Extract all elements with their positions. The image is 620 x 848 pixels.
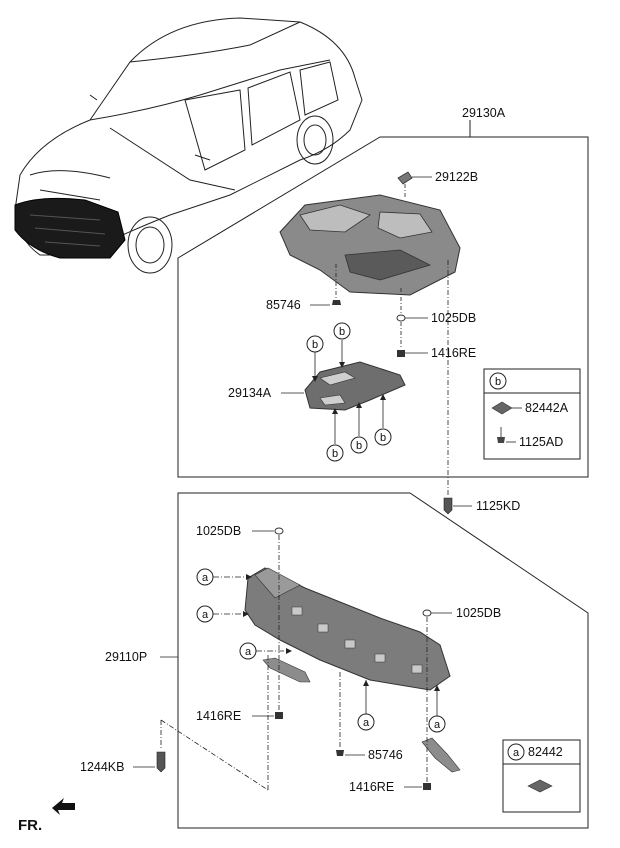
nut-1416RE-bottom [423,783,431,790]
callout-b-5: b [374,428,392,446]
side-strip-right [421,737,461,773]
lower-group-border [177,492,589,829]
center-cover-29134A [304,361,406,411]
label-29110P: 29110P [105,650,147,664]
label-1416RE-upper: 1416RE [431,346,476,360]
screw-85746-upper [332,300,341,305]
label-85746-upper: 85746 [266,298,301,312]
washer-1025DB-upper [396,314,406,322]
nut-1416RE-left [275,712,283,719]
screw-1125AD-icon [497,437,505,443]
label-1025DB-left: 1025DB [196,524,241,538]
label-29130A: 29130A [462,106,506,120]
svg-text:b: b [312,339,318,351]
svg-text:a: a [434,719,441,731]
car-undercover-highlight [14,197,126,259]
svg-text:a: a [245,646,252,658]
label-1244KB: 1244KB [80,760,124,774]
label-1125AD: 1125AD [519,435,563,449]
svg-text:b: b [356,440,362,452]
callout-b-4: b [350,436,368,454]
washer-1025DB-left [274,527,284,535]
bolt-1244KB [156,751,166,773]
svg-text:a: a [513,747,520,759]
callout-b-1: b [306,335,324,353]
svg-text:b: b [339,326,345,338]
svg-text:a: a [202,609,209,621]
label-1416RE-bottom: 1416RE [349,780,394,794]
callout-a-4: a [357,713,375,731]
callout-a-2: a [196,605,214,623]
front-direction-label: FR. [18,817,42,834]
washer-1025DB-right [422,609,432,617]
svg-text:b: b [332,448,338,460]
callout-b-2: b [333,322,351,340]
label-85746-lower: 85746 [368,748,403,762]
label-1125KD: 1125KD [476,499,520,513]
side-strip-left [262,657,311,683]
callout-a-5: a [428,715,446,733]
bracket-29122B [397,171,413,185]
label-82442A: 82442A [525,401,569,415]
label-1025DB-upper: 1025DB [431,311,476,325]
label-29134A: 29134A [228,386,272,400]
front-arrow-icon [52,798,75,815]
svg-text:b: b [495,376,501,388]
svg-text:a: a [363,717,370,729]
clip-82442-icon [527,779,553,793]
nut-1416RE-upper [397,350,405,357]
callout-a-1: a [196,568,214,586]
upper-group-border [177,136,589,478]
label-29122B: 29122B [435,170,478,184]
callout-b-3: b [326,444,344,462]
front-under-cover-29110P [244,567,451,691]
label-82442: 82442 [528,745,563,759]
label-1416RE-left: 1416RE [196,709,241,723]
svg-text:b: b [380,432,386,444]
bolt-1125KD [443,497,453,515]
legend-box-b: b [483,368,581,460]
svg-text:a: a [202,572,209,584]
screw-85746-lower [336,750,344,756]
callout-a-3: a [239,642,257,660]
legend-box-a: a [502,739,581,813]
upper-under-cover-part [279,194,461,296]
label-1025DB-right: 1025DB [456,606,501,620]
